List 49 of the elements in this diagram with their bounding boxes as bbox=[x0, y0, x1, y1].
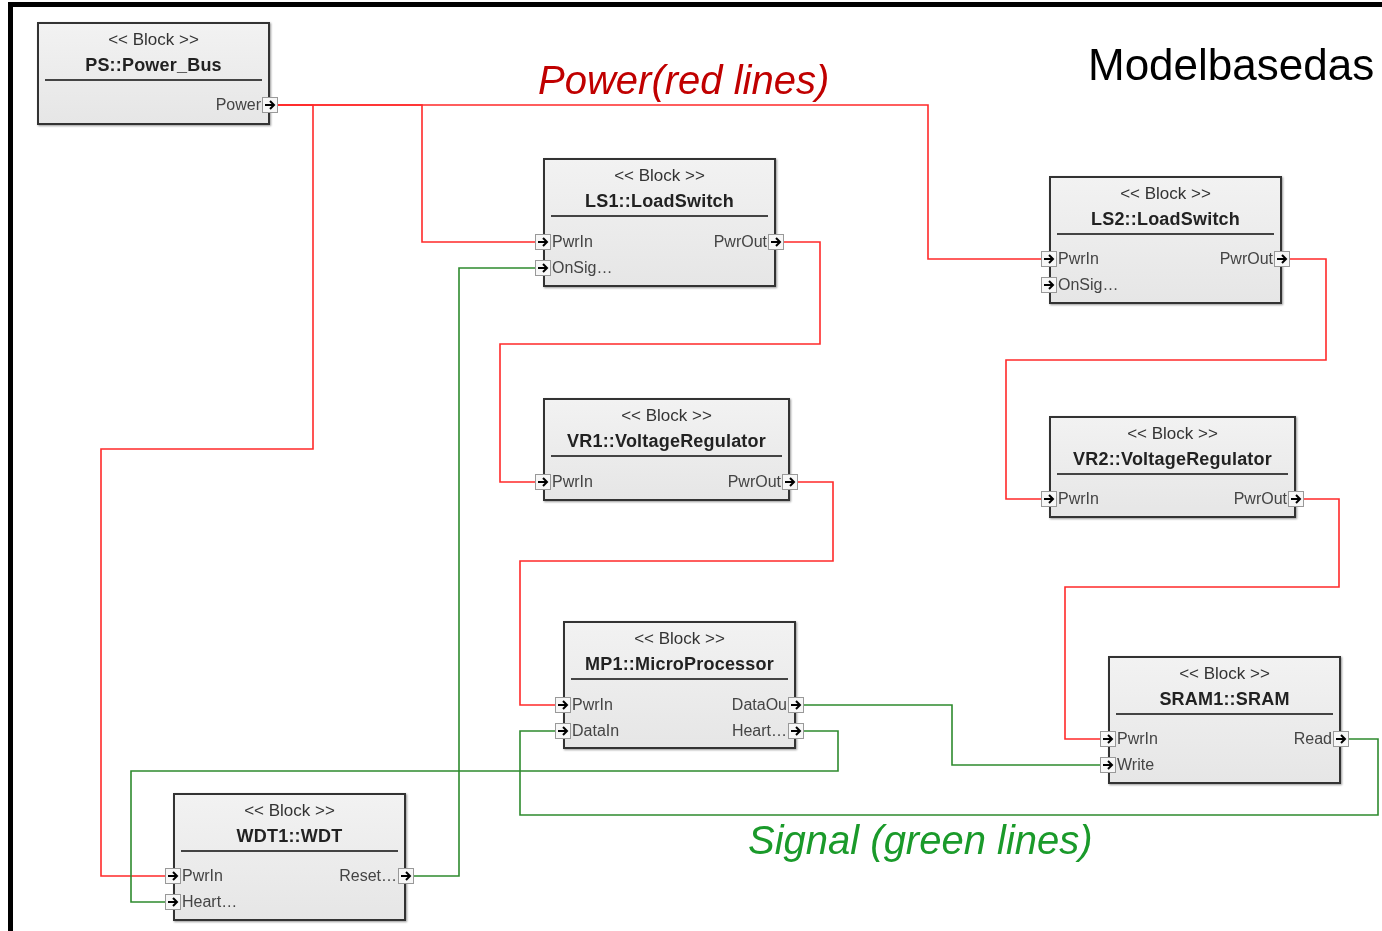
block-name: MP1::MicroProcessor bbox=[571, 654, 788, 680]
stereotype-label: << Block >> bbox=[620, 406, 713, 426]
stereotype-label: << Block >> bbox=[243, 801, 336, 821]
stereotype-label: << Block >> bbox=[107, 30, 200, 50]
port-label: PwrIn bbox=[552, 473, 593, 491]
block-name: VR2::VoltageRegulator bbox=[1057, 449, 1288, 475]
port-label: PwrOut bbox=[1233, 490, 1287, 508]
port-label: Reset… bbox=[339, 867, 397, 885]
port-label: DataOu bbox=[731, 696, 787, 714]
port-label: PwrOut bbox=[713, 233, 767, 251]
port-label: Heart… bbox=[731, 722, 787, 740]
note-label: Signal (green lines) bbox=[748, 818, 1093, 863]
connector-line bbox=[1064, 498, 1340, 740]
port-label: OnSig… bbox=[552, 259, 613, 277]
port-label: PwrIn bbox=[182, 867, 223, 885]
diagram-title: Modelbasedas bbox=[1088, 40, 1375, 90]
port-label: PwrIn bbox=[1058, 490, 1099, 508]
port-label: PwrIn bbox=[572, 696, 613, 714]
port-label: PwrIn bbox=[552, 233, 593, 251]
connector-line bbox=[130, 730, 839, 903]
block-name: VR1::VoltageRegulator bbox=[551, 431, 782, 457]
port-label: DataIn bbox=[572, 722, 620, 740]
connector-line bbox=[519, 481, 834, 706]
note-label: Power(red lines) bbox=[538, 58, 830, 103]
stereotype-label: << Block >> bbox=[633, 629, 726, 649]
stereotype-label: << Block >> bbox=[1126, 424, 1219, 444]
port-label: PwrIn bbox=[1058, 250, 1099, 268]
stereotype-label: << Block >> bbox=[1178, 664, 1271, 684]
port-label: PwrIn bbox=[1117, 730, 1158, 748]
block-name: WDT1::WDT bbox=[181, 826, 398, 852]
block-name: LS2::LoadSwitch bbox=[1057, 209, 1274, 235]
port-label: Read bbox=[1293, 730, 1332, 748]
port-label: OnSig… bbox=[1058, 276, 1119, 294]
connector-line bbox=[803, 704, 1101, 766]
port-label: PwrOut bbox=[727, 473, 781, 491]
stereotype-label: << Block >> bbox=[1119, 184, 1212, 204]
stereotype-label: << Block >> bbox=[613, 166, 706, 186]
connector-line bbox=[519, 730, 1379, 816]
port-label: PwrOut bbox=[1219, 250, 1273, 268]
connector-line bbox=[100, 104, 314, 877]
port-label: Write bbox=[1117, 756, 1155, 774]
block-name: LS1::LoadSwitch bbox=[551, 191, 768, 217]
connector-line bbox=[499, 241, 821, 483]
block-name: PS::Power_Bus bbox=[45, 55, 262, 81]
port-label: Heart… bbox=[182, 893, 238, 911]
port-label: Power bbox=[215, 96, 261, 114]
connector-line bbox=[1005, 258, 1327, 500]
block-name: SRAM1::SRAM bbox=[1116, 689, 1333, 715]
connector-line bbox=[413, 267, 536, 877]
